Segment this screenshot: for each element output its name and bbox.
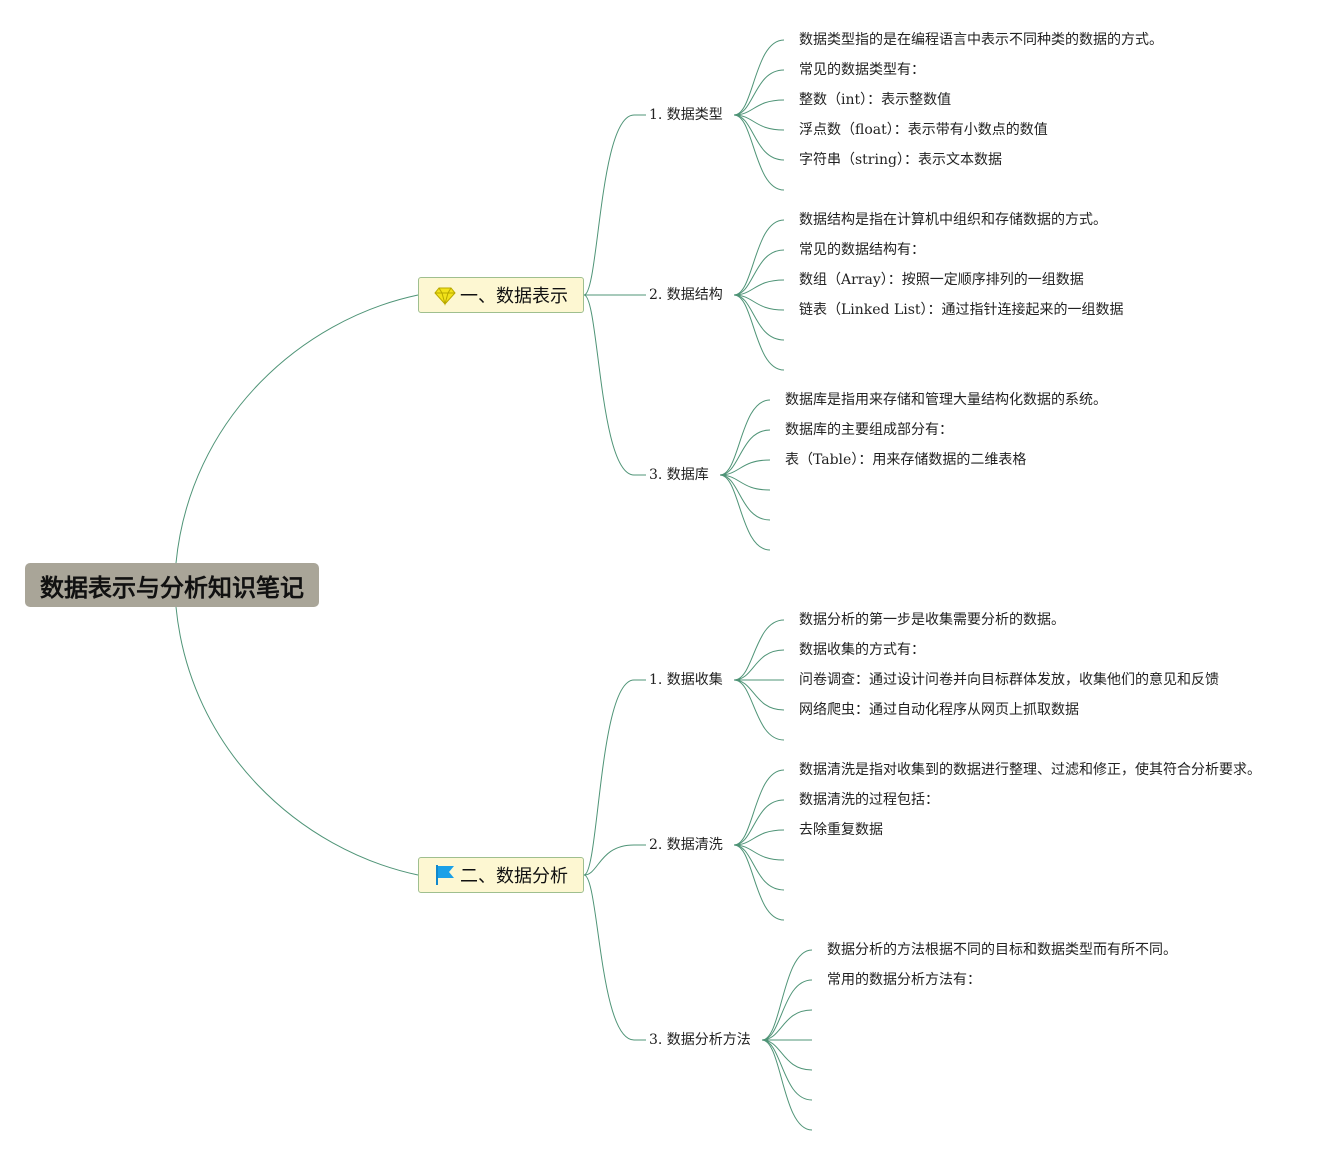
- link-subtopic-4-leaf-2: [733, 649, 785, 681]
- link-subtopic-6-leaf-7: [761, 1039, 813, 1131]
- link-subtopic-3-leaf-6: [719, 474, 771, 551]
- diamond-icon: [434, 284, 456, 306]
- leaf-node[interactable]: 链表（Linked List）：通过指针连接起来的一组数据: [799, 302, 1124, 318]
- leaf-node[interactable]: 数据类型指的是在编程语言中表示不同种类的数据的方式。: [799, 32, 1163, 48]
- link-subtopic-1-leaf-4: [733, 114, 785, 131]
- link-subtopic-2-leaf-5: [733, 294, 785, 341]
- link-root-section-2: [175, 606, 419, 876]
- subtopic-label: 3. 数据分析方法: [649, 1032, 751, 1048]
- link-section-2-subtopic-2: [583, 844, 646, 876]
- link-subtopic-5-leaf-1: [733, 769, 785, 846]
- link-subtopic-2-leaf-6: [733, 294, 785, 371]
- leaf-node[interactable]: 常见的数据类型有：: [799, 62, 925, 78]
- subtopic-label: 2. 数据清洗: [649, 837, 723, 853]
- link-subtopic-5-leaf-3: [733, 829, 785, 846]
- main-topic-data-analysis[interactable]: 二、数据分析: [418, 857, 584, 893]
- leaf-node[interactable]: 数组（Array）：按照一定顺序排列的一组数据: [799, 272, 1084, 288]
- link-subtopic-6-leaf-3: [761, 1009, 813, 1041]
- link-subtopic-5-leaf-6: [733, 844, 785, 921]
- root-topic[interactable]: 数据表示与分析知识笔记: [25, 563, 319, 607]
- link-subtopic-4-leaf-4: [733, 679, 785, 711]
- subtopic-label: 1. 数据类型: [649, 107, 723, 123]
- leaf-node[interactable]: 数据库的主要组成部分有：: [785, 422, 953, 438]
- link-subtopic-1-leaf-6: [733, 114, 785, 191]
- subtopic-data-cleaning[interactable]: 2. 数据清洗: [649, 836, 723, 854]
- leaf-node[interactable]: 数据清洗是指对收集到的数据进行整理、过滤和修正，使其符合分析要求。: [799, 762, 1261, 778]
- link-subtopic-1-leaf-1: [733, 39, 785, 116]
- link-root-section-1: [175, 294, 419, 564]
- leaf-node[interactable]: 整数（int）：表示整数值: [799, 92, 952, 108]
- leaf-node[interactable]: 表（Table）：用来存储数据的二维表格: [785, 452, 1027, 468]
- link-subtopic-3-leaf-1: [719, 399, 771, 476]
- link-subtopic-6-leaf-1: [761, 949, 813, 1041]
- link-section-1-subtopic-3: [583, 294, 646, 476]
- subtopic-label: 1. 数据收集: [649, 672, 723, 688]
- leaf-node[interactable]: 数据收集的方式有：: [799, 642, 925, 658]
- link-subtopic-6-leaf-6: [761, 1039, 813, 1101]
- leaf-node[interactable]: 数据结构是指在计算机中组织和存储数据的方式。: [799, 212, 1107, 228]
- link-subtopic-6-leaf-2: [761, 979, 813, 1041]
- link-subtopic-3-leaf-4: [719, 474, 771, 491]
- link-section-1-subtopic-1: [583, 114, 646, 296]
- subtopic-data-structures[interactable]: 2. 数据结构: [649, 286, 723, 304]
- leaf-node[interactable]: 浮点数（float）：表示带有小数点的数值: [799, 122, 1048, 138]
- leaf-node[interactable]: 数据清洗的过程包括：: [799, 792, 939, 808]
- link-subtopic-1-leaf-2: [733, 69, 785, 116]
- link-subtopic-3-leaf-2: [719, 429, 771, 476]
- link-subtopic-2-leaf-4: [733, 294, 785, 311]
- link-section-2-subtopic-1: [583, 679, 646, 876]
- main-topic-label: 二、数据分析: [460, 866, 568, 887]
- subtopic-data-collection[interactable]: 1. 数据收集: [649, 671, 723, 689]
- main-topic-data-representation[interactable]: 一、数据表示: [418, 277, 584, 313]
- subtopic-database[interactable]: 3. 数据库: [649, 466, 709, 484]
- leaf-node[interactable]: 去除重复数据: [799, 822, 883, 838]
- link-subtopic-6-leaf-5: [761, 1039, 813, 1071]
- link-subtopic-4-leaf-1: [733, 619, 785, 681]
- leaf-node[interactable]: 问卷调查：通过设计问卷并向目标群体发放，收集他们的意见和反馈: [799, 672, 1219, 688]
- link-subtopic-5-leaf-2: [733, 799, 785, 846]
- link-subtopic-2-leaf-1: [733, 219, 785, 296]
- subtopic-analysis-methods[interactable]: 3. 数据分析方法: [649, 1031, 751, 1049]
- link-section-2-subtopic-3: [583, 874, 646, 1041]
- link-subtopic-5-leaf-4: [733, 844, 785, 861]
- link-subtopic-2-leaf-3: [733, 279, 785, 296]
- link-subtopic-5-leaf-5: [733, 844, 785, 891]
- leaf-node[interactable]: 字符串（string）：表示文本数据: [799, 152, 1002, 168]
- main-topic-label: 一、数据表示: [460, 286, 568, 307]
- link-subtopic-4-leaf-5: [733, 679, 785, 741]
- link-subtopic-1-leaf-3: [733, 99, 785, 116]
- leaf-node[interactable]: 数据分析的第一步是收集需要分析的数据。: [799, 612, 1065, 628]
- leaf-node[interactable]: 数据分析的方法根据不同的目标和数据类型而有所不同。: [827, 942, 1177, 958]
- flag-icon: [434, 864, 456, 886]
- link-subtopic-3-leaf-5: [719, 474, 771, 521]
- link-subtopic-2-leaf-2: [733, 249, 785, 296]
- leaf-node[interactable]: 常用的数据分析方法有：: [827, 972, 981, 988]
- link-subtopic-1-leaf-5: [733, 114, 785, 161]
- leaf-node[interactable]: 常见的数据结构有：: [799, 242, 925, 258]
- subtopic-data-types[interactable]: 1. 数据类型: [649, 106, 723, 124]
- link-subtopic-3-leaf-3: [719, 459, 771, 476]
- subtopic-label: 2. 数据结构: [649, 287, 723, 303]
- leaf-node[interactable]: 网络爬虫：通过自动化程序从网页上抓取数据: [799, 702, 1079, 718]
- subtopic-label: 3. 数据库: [649, 467, 709, 483]
- root-title: 数据表示与分析知识笔记: [40, 573, 304, 602]
- leaf-node[interactable]: 数据库是指用来存储和管理大量结构化数据的系统。: [785, 392, 1107, 408]
